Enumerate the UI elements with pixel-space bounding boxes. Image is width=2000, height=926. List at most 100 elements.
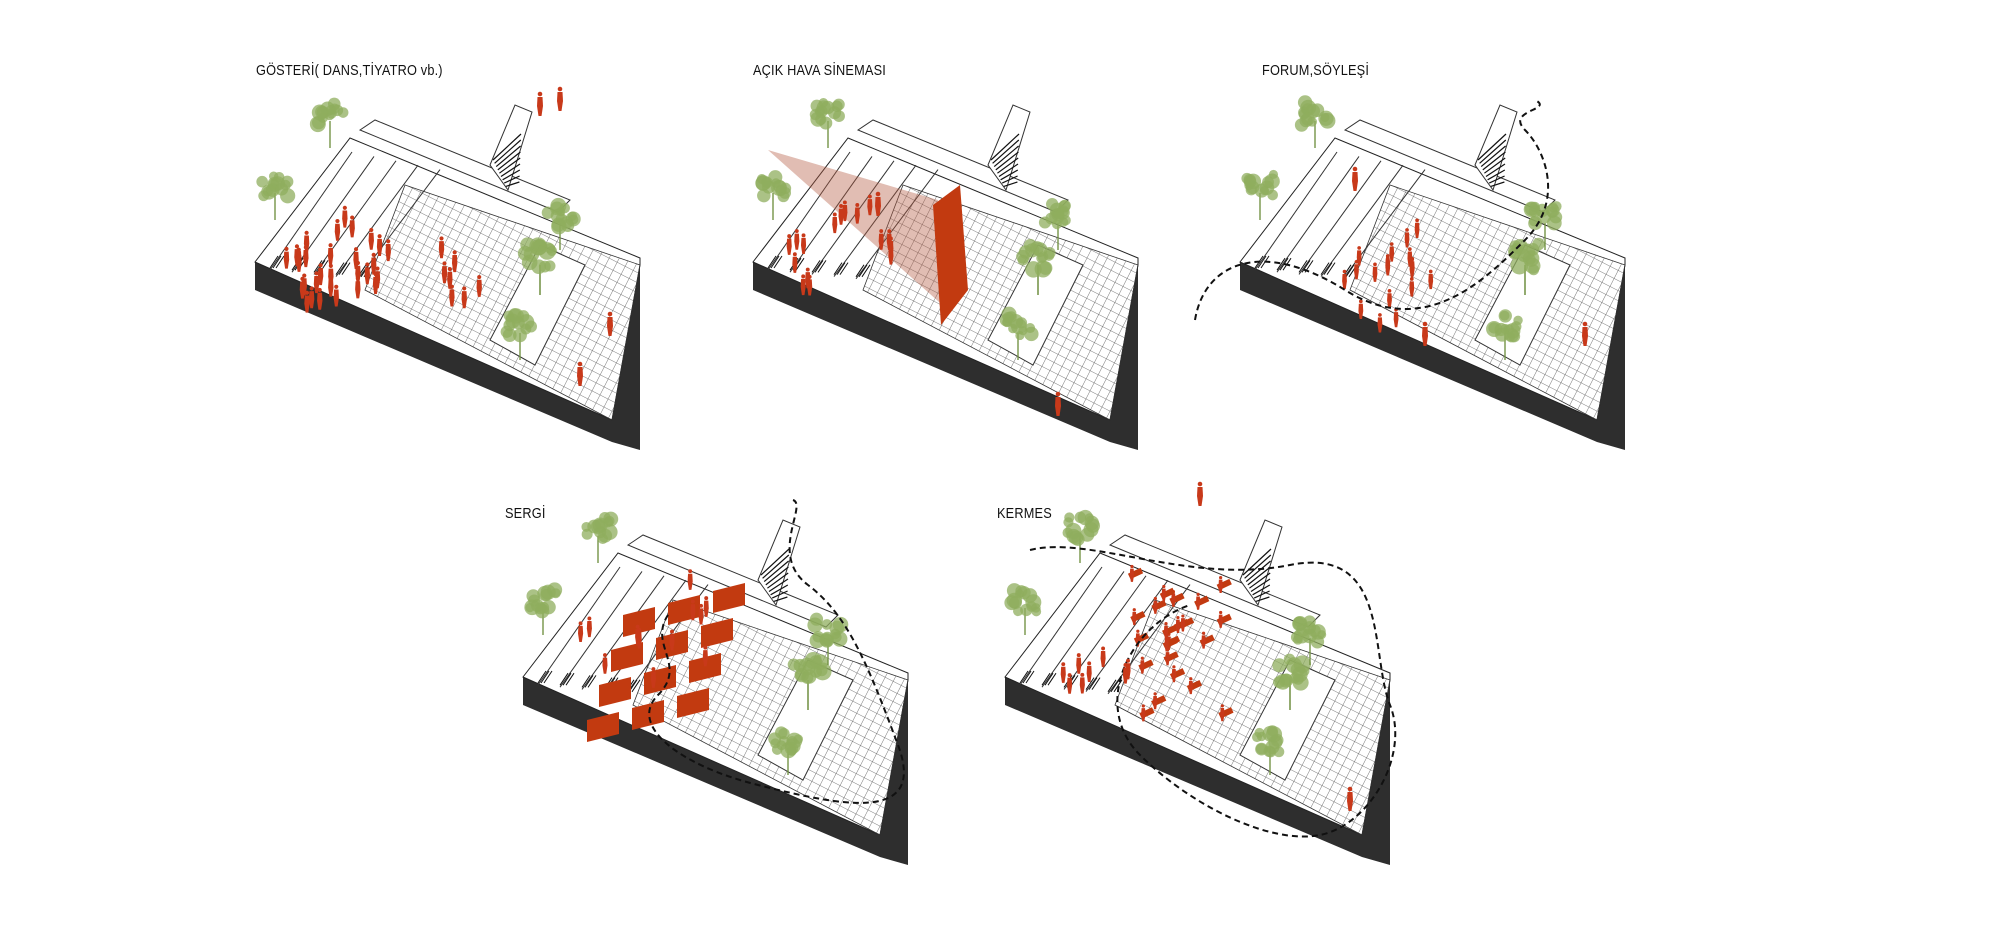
person-body [1129,568,1135,582]
tree-icon [807,612,849,665]
person-body [1385,260,1391,276]
tree-icon [256,171,296,220]
tree-foliage [1025,323,1036,334]
terrace-step [1298,260,1308,273]
person-body [313,276,320,294]
tree-icon [768,726,803,775]
stair-step [495,145,521,168]
panel-title-kermes: KERMES [997,505,1052,522]
stair-step [500,163,521,178]
person-body [385,243,391,262]
person-body [1132,611,1137,626]
terrace-step [833,262,843,275]
tree-icon [1290,615,1327,665]
person-body [1141,708,1146,722]
tree-icon [1508,237,1545,295]
person-figure [1414,218,1420,238]
terrace-edge [767,151,851,271]
tree-foliage [524,320,537,333]
person-body [838,208,844,225]
terrace-step [767,255,777,269]
person-head [635,624,640,629]
upper-walkway [856,119,1069,213]
tree-foliage [1283,653,1296,665]
person-head [801,233,806,238]
person-head [304,230,309,235]
person-head [1197,481,1203,487]
person-body [1079,677,1085,694]
person-body [794,233,800,250]
person-head [1387,288,1392,293]
person-body [1377,317,1383,333]
person-body [317,292,323,310]
stair-step [768,578,789,593]
person-head [603,653,607,657]
person-head [1358,299,1363,304]
person-body [355,281,361,299]
terrace-step [814,260,824,273]
person-head [317,287,322,293]
person-body [301,278,307,296]
person-body [438,241,445,259]
tree-foliage [1528,264,1540,276]
stair-step [1488,175,1505,184]
person-body [451,255,458,273]
terrace-edge [1320,164,1404,277]
person-head [373,272,378,277]
person-body [376,238,383,256]
person-head [452,250,457,255]
person-head [1347,786,1353,792]
stair-step [1001,175,1018,184]
person-head [365,262,370,267]
person-body [875,197,881,216]
person-figure [308,286,315,309]
terrace-edge [811,160,895,275]
person-head [670,629,674,634]
stair-step [760,548,790,576]
tree-foliage [597,533,608,545]
exhibition-panel [701,618,733,648]
person-head [1582,321,1588,327]
stair-step [993,145,1019,168]
tree-foliage [821,619,833,630]
person-figure [1195,592,1201,610]
person-head [1076,653,1081,658]
terrace-step [1085,677,1095,690]
tree-foliage [1272,658,1287,673]
person-figure [368,227,374,250]
person-figure [577,361,583,386]
person-body [602,657,608,674]
terrace-step [540,670,550,684]
person-body [1171,668,1177,683]
person-body [328,279,334,297]
person-figure [313,271,320,294]
stair-step [1003,181,1018,187]
person-head [1220,704,1224,708]
tree-foliage [581,528,593,540]
person-body [1067,677,1073,694]
person-body [842,204,848,222]
base-slab [1240,262,1625,450]
person-figure [372,272,379,294]
terrace-step [1022,670,1032,684]
person-figure [794,229,800,250]
terrace-step [313,260,323,273]
person-figure [867,194,873,216]
person-figure [698,603,704,625]
exhibition-panel [713,583,745,613]
stair-step [494,139,522,164]
tree-foliage [1297,95,1313,110]
terrace-step [1276,257,1286,271]
upper-walkway [1343,119,1556,213]
tree-foliage [820,633,834,648]
stair-step [771,590,788,599]
terrace-edge [833,164,917,277]
tree-foliage [1037,251,1049,263]
person-body [1387,293,1392,309]
terrace-step [1088,677,1098,690]
base-slab [255,262,640,450]
person-head [578,621,583,626]
exhibition-panel [677,688,709,718]
tree-foliage [1310,624,1326,640]
tree-foliage [1008,313,1024,329]
